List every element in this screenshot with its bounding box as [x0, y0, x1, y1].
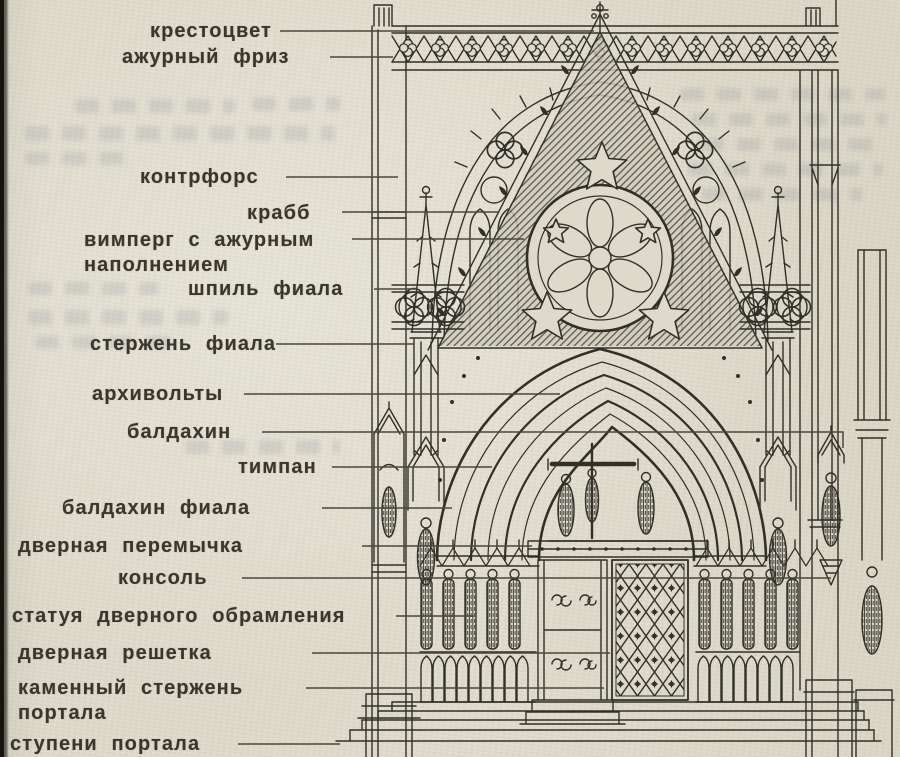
label-dvernaya-peremychka: дверная перемычка: [18, 535, 244, 557]
label-baldakhin-fiala: балдахин фиала: [62, 497, 251, 519]
finial-cross-flower: [591, 1, 609, 33]
buttress-drawing: [357, 4, 421, 757]
label-krestocvet: крестоцвет: [150, 20, 272, 42]
bleed-through-text: [700, 138, 880, 151]
label-stupeni-portala: ступени портала: [10, 733, 201, 755]
label-kamenny-sterzhen-line1: каменный стержень: [18, 677, 244, 699]
bleed-through-text: [25, 126, 335, 141]
label-statuya-dvernogo-obramleniya: статуя дверного обрамления: [12, 605, 346, 627]
label-sterzhen-fiala: стержень фиала: [90, 333, 277, 355]
bleed-through-text: [25, 152, 135, 165]
label-baldakhin: балдахин: [127, 421, 232, 443]
lintel-drawing: [527, 540, 709, 558]
label-kamenny-sterzhen-line2: портала: [18, 702, 107, 724]
bleed-through-text: [35, 336, 185, 349]
label-arkhivolty: архивольты: [92, 383, 224, 405]
trumeau-drawing: [519, 559, 626, 725]
right-wall-drawing: [799, 69, 895, 757]
bleed-through-text: [680, 88, 885, 101]
label-krabb: крабб: [247, 202, 311, 224]
portal-steps-drawing: [335, 701, 882, 742]
leader-lines: [238, 30, 844, 745]
bleed-through-text: [28, 310, 228, 325]
label-kontrfors: контрфорс: [140, 166, 259, 188]
wimperg-drawing: [427, 1, 773, 351]
label-azhurny-friz: ажурный фриз: [122, 46, 290, 68]
tympanum-drawing: [547, 442, 693, 542]
bleed-through-text: [252, 97, 340, 111]
pinnacle-right: [759, 185, 797, 586]
console-bracket: [819, 559, 843, 586]
leader-baldakhin: [262, 431, 844, 448]
label-dvernaya-reshetka: дверная решетка: [18, 642, 212, 664]
door-grille-drawing: [611, 559, 689, 701]
archivolts-drawing: [435, 347, 768, 567]
bleed-through-text: [185, 440, 340, 454]
label-vimperg-line2: наполнением: [84, 254, 230, 276]
pinnacle-left: [407, 185, 445, 586]
scan-edge-left: [0, 0, 9, 757]
balustrade-drawing: [391, 284, 812, 330]
rose-window: [525, 183, 675, 333]
label-vimperg-line1: вимперг с ажурным: [84, 229, 315, 251]
jamb-statues-left: [419, 539, 537, 703]
label-shpil-fiala: шпиль фиала: [188, 278, 344, 300]
label-konsol: консоль: [118, 567, 208, 589]
bleed-through-text: [688, 163, 883, 176]
bleed-through-text: [75, 99, 235, 113]
jamb-statues-right: [695, 539, 829, 703]
bleed-through-text: [28, 282, 158, 295]
label-timpan: тимпан: [238, 456, 317, 478]
